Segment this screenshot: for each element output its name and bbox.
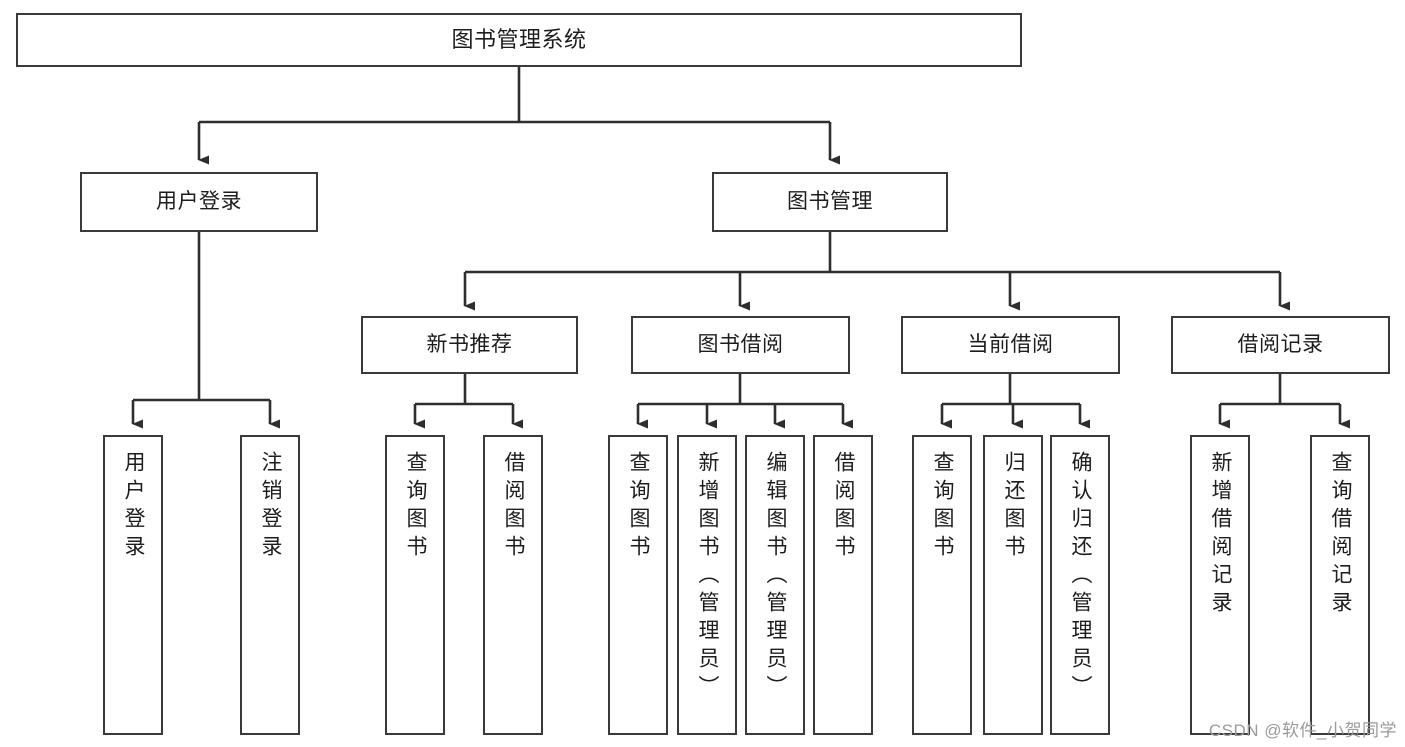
leaf-logout[interactable]: 注销登录: [240, 435, 300, 735]
leaf-return-book[interactable]: 归还图书: [983, 435, 1043, 735]
leaf-edit-book-admin[interactable]: 编辑图书（管理员）: [745, 435, 805, 735]
node-borrow-record[interactable]: 借阅记录: [1171, 316, 1390, 374]
leaf-add-book-admin[interactable]: 新增图书（管理员）: [677, 435, 737, 735]
node-label: 查询图书: [931, 451, 955, 563]
node-label: 借阅记录: [1237, 332, 1324, 356]
node-label: 注销登录: [259, 451, 283, 563]
node-label: 图书管理: [787, 189, 873, 213]
node-label: 借阅图书: [502, 451, 526, 563]
node-label: 编辑图书（管理员）: [764, 451, 788, 703]
leaf-borrow-book[interactable]: 借阅图书: [813, 435, 873, 735]
node-book-management[interactable]: 图书管理: [712, 172, 948, 232]
node-label: 用户登录: [122, 451, 146, 563]
node-current-borrow[interactable]: 当前借阅: [901, 316, 1120, 374]
node-label: 当前借阅: [967, 332, 1054, 356]
node-label: 借阅图书: [832, 451, 856, 563]
node-label: 查询借阅记录: [1329, 451, 1353, 619]
leaf-confirm-return-admin[interactable]: 确认归还（管理员）: [1050, 435, 1110, 735]
node-label: 查询图书: [404, 451, 428, 563]
leaf-borrow-book-recommend[interactable]: 借阅图书: [483, 435, 543, 735]
node-label: 新增图书（管理员）: [696, 451, 720, 703]
node-new-book-recommend[interactable]: 新书推荐: [361, 316, 578, 374]
watermark-text: CSDN @软件_小贺同学: [1208, 721, 1397, 740]
node-label: 新书推荐: [426, 332, 513, 356]
node-label: 新增借阅记录: [1209, 451, 1233, 619]
node-label: 用户登录: [156, 189, 242, 213]
leaf-query-book-recommend[interactable]: 查询图书: [385, 435, 445, 735]
leaf-query-book-borrow[interactable]: 查询图书: [608, 435, 668, 735]
node-label: 归还图书: [1002, 451, 1026, 563]
node-root-system[interactable]: 图书管理系统: [16, 13, 1022, 67]
leaf-query-book-current[interactable]: 查询图书: [912, 435, 972, 735]
leaf-query-borrow-record[interactable]: 查询借阅记录: [1310, 435, 1370, 735]
node-label: 图书借阅: [697, 332, 784, 356]
node-label: 确认归还（管理员）: [1069, 451, 1093, 703]
node-book-borrow[interactable]: 图书借阅: [631, 316, 850, 374]
leaf-user-login[interactable]: 用户登录: [103, 435, 163, 735]
node-label: 查询图书: [627, 451, 651, 563]
leaf-add-borrow-record[interactable]: 新增借阅记录: [1190, 435, 1250, 735]
node-user-login[interactable]: 用户登录: [80, 172, 318, 232]
node-label: 图书管理系统: [451, 27, 587, 53]
